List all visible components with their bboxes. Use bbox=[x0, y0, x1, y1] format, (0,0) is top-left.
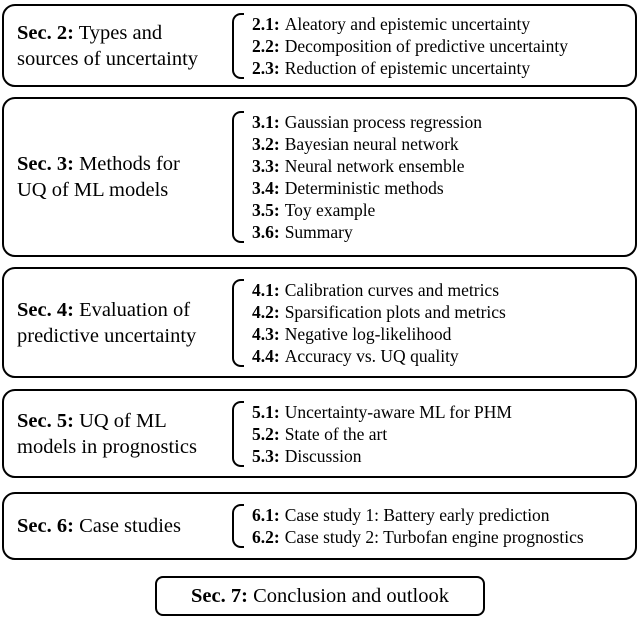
subsection-label: Bayesian neural network bbox=[284, 134, 459, 154]
section-number: Sec. 3: bbox=[17, 153, 74, 175]
subsection-number: 3.2: bbox=[252, 134, 280, 154]
subsection-item: 3.5:Toy example bbox=[252, 199, 482, 221]
subsection-group: 3.1:Gaussian process regression 3.2:Baye… bbox=[232, 111, 482, 243]
left-brace-icon bbox=[232, 504, 244, 548]
subsection-label: Neural network ensemble bbox=[284, 156, 465, 176]
subsection-number: 3.3: bbox=[252, 156, 280, 176]
subsection-list: 4.1:Calibration curves and metrics 4.2:S… bbox=[252, 279, 506, 367]
section-box-sec6: Sec. 6: Case studies 6.1:Case study 1: B… bbox=[2, 492, 637, 560]
subsection-label: Deterministic methods bbox=[284, 178, 444, 198]
section-title: Sec. 6: Case studies bbox=[4, 513, 232, 539]
subsection-number: 5.2: bbox=[252, 423, 280, 444]
section-title-line1: Types and bbox=[78, 21, 163, 44]
section-number: Sec. 4: bbox=[17, 298, 74, 321]
section-box-sec5: Sec. 5: UQ of ML models in prognostics 5… bbox=[2, 389, 637, 478]
section-title-line2: UQ of ML models bbox=[17, 179, 169, 201]
subsection-list: 6.1:Case study 1: Battery early predicti… bbox=[252, 504, 584, 548]
subsection-label: State of the art bbox=[284, 423, 388, 444]
subsection-group: 5.1:Uncertainty-aware ML for PHM 5.2:Sta… bbox=[232, 400, 512, 467]
subsection-label: Aleatory and epistemic uncertainty bbox=[284, 13, 531, 34]
subsection-number: 2.1: bbox=[252, 13, 280, 34]
subsection-number: 2.3: bbox=[252, 57, 280, 78]
subsection-number: 3.6: bbox=[252, 222, 280, 242]
section-title: Sec. 2: Types and sources of uncertainty bbox=[4, 20, 232, 72]
section-title-line1: Case studies bbox=[79, 515, 181, 537]
subsection-item: 4.4:Accuracy vs. UQ quality bbox=[252, 345, 506, 367]
section-title-line2: models in prognostics bbox=[17, 435, 197, 458]
subsection-item: 6.1:Case study 1: Battery early predicti… bbox=[252, 504, 584, 526]
subsection-label: Sparsification plots and metrics bbox=[284, 301, 506, 322]
subsection-item: 2.2:Decomposition of predictive uncertai… bbox=[252, 35, 568, 57]
section-number: Sec. 7: bbox=[191, 585, 248, 607]
subsection-number: 3.1: bbox=[252, 112, 280, 132]
subsection-item: 3.1:Gaussian process regression bbox=[252, 111, 482, 133]
subsection-label: Case study 1: Battery early prediction bbox=[284, 505, 550, 525]
subsection-group: 2.1:Aleatory and epistemic uncertainty 2… bbox=[232, 12, 568, 79]
left-brace-icon bbox=[232, 111, 244, 243]
subsection-number: 4.1: bbox=[252, 279, 280, 300]
subsection-item: 3.2:Bayesian neural network bbox=[252, 133, 482, 155]
subsection-number: 6.1: bbox=[252, 505, 280, 525]
subsection-item: 4.3:Negative log-likelihood bbox=[252, 323, 506, 345]
section-title-line1: UQ of ML bbox=[79, 409, 167, 432]
section-title-line1: Conclusion and outlook bbox=[253, 585, 449, 607]
section-title-line2: predictive uncertainty bbox=[17, 324, 197, 347]
subsection-label: Summary bbox=[284, 222, 353, 242]
subsection-item: 2.3:Reduction of epistemic uncertainty bbox=[252, 57, 568, 79]
section-title: Sec. 3: Methods for UQ of ML models bbox=[4, 151, 232, 203]
subsection-label: Gaussian process regression bbox=[284, 112, 483, 132]
section-box-sec4: Sec. 4: Evaluation of predictive uncerta… bbox=[2, 267, 637, 378]
section-title-line1: Methods for bbox=[79, 153, 180, 175]
subsection-label: Toy example bbox=[284, 200, 376, 220]
subsection-number: 4.4: bbox=[252, 345, 280, 366]
subsection-group: 6.1:Case study 1: Battery early predicti… bbox=[232, 504, 584, 548]
subsection-item: 3.3:Neural network ensemble bbox=[252, 155, 482, 177]
section-title: Sec. 5: UQ of ML models in prognostics bbox=[4, 408, 232, 460]
subsection-item: 6.2:Case study 2: Turbofan engine progno… bbox=[252, 526, 584, 548]
section-box-sec2: Sec. 2: Types and sources of uncertainty… bbox=[2, 4, 637, 87]
section-number: Sec. 5: bbox=[17, 409, 74, 432]
subsection-label: Reduction of epistemic uncertainty bbox=[284, 57, 531, 78]
subsection-item: 3.4:Deterministic methods bbox=[252, 177, 482, 199]
subsection-group: 4.1:Calibration curves and metrics 4.2:S… bbox=[232, 278, 506, 367]
subsection-label: Case study 2: Turbofan engine prognostic… bbox=[284, 527, 584, 547]
subsection-number: 5.1: bbox=[252, 401, 280, 422]
subsection-item: 5.3:Discussion bbox=[252, 445, 512, 467]
subsection-label: Accuracy vs. UQ quality bbox=[284, 345, 459, 366]
subsection-number: 3.4: bbox=[252, 178, 280, 198]
subsection-item: 5.1:Uncertainty-aware ML for PHM bbox=[252, 401, 512, 423]
subsection-number: 3.5: bbox=[252, 200, 280, 220]
section-box-sec7: Sec. 7: Conclusion and outlook bbox=[155, 576, 485, 616]
section-number: Sec. 2: bbox=[17, 21, 74, 44]
subsection-number: 6.2: bbox=[252, 527, 280, 547]
subsection-list: 3.1:Gaussian process regression 3.2:Baye… bbox=[252, 111, 482, 243]
left-brace-icon bbox=[232, 278, 244, 367]
subsection-item: 4.2:Sparsification plots and metrics bbox=[252, 301, 506, 323]
section-title: Sec. 4: Evaluation of predictive uncerta… bbox=[4, 297, 232, 349]
subsection-number: 5.3: bbox=[252, 445, 280, 466]
subsection-item: 2.1:Aleatory and epistemic uncertainty bbox=[252, 13, 568, 35]
subsection-number: 2.2: bbox=[252, 35, 280, 56]
subsection-list: 5.1:Uncertainty-aware ML for PHM 5.2:Sta… bbox=[252, 401, 512, 467]
subsection-list: 2.1:Aleatory and epistemic uncertainty 2… bbox=[252, 13, 568, 79]
subsection-label: Discussion bbox=[284, 445, 362, 466]
section-title-line1: Evaluation of bbox=[79, 298, 191, 321]
section-box-sec3: Sec. 3: Methods for UQ of ML models 3.1:… bbox=[2, 97, 637, 257]
subsection-item: 4.1:Calibration curves and metrics bbox=[252, 279, 506, 301]
section-number: Sec. 6: bbox=[17, 515, 74, 537]
left-brace-icon bbox=[232, 400, 244, 467]
subsection-label: Decomposition of predictive uncertainty bbox=[284, 35, 569, 56]
section-title: Sec. 7: Conclusion and outlook bbox=[187, 583, 453, 609]
subsection-item: 5.2:State of the art bbox=[252, 423, 512, 445]
left-brace-icon bbox=[232, 12, 244, 79]
subsection-label: Negative log-likelihood bbox=[284, 323, 452, 344]
subsection-number: 4.3: bbox=[252, 323, 280, 344]
subsection-item: 3.6:Summary bbox=[252, 221, 482, 243]
subsection-label: Calibration curves and metrics bbox=[284, 279, 500, 300]
subsection-label: Uncertainty-aware ML for PHM bbox=[284, 401, 512, 422]
subsection-number: 4.2: bbox=[252, 301, 280, 322]
section-title-line2: sources of uncertainty bbox=[17, 47, 199, 70]
